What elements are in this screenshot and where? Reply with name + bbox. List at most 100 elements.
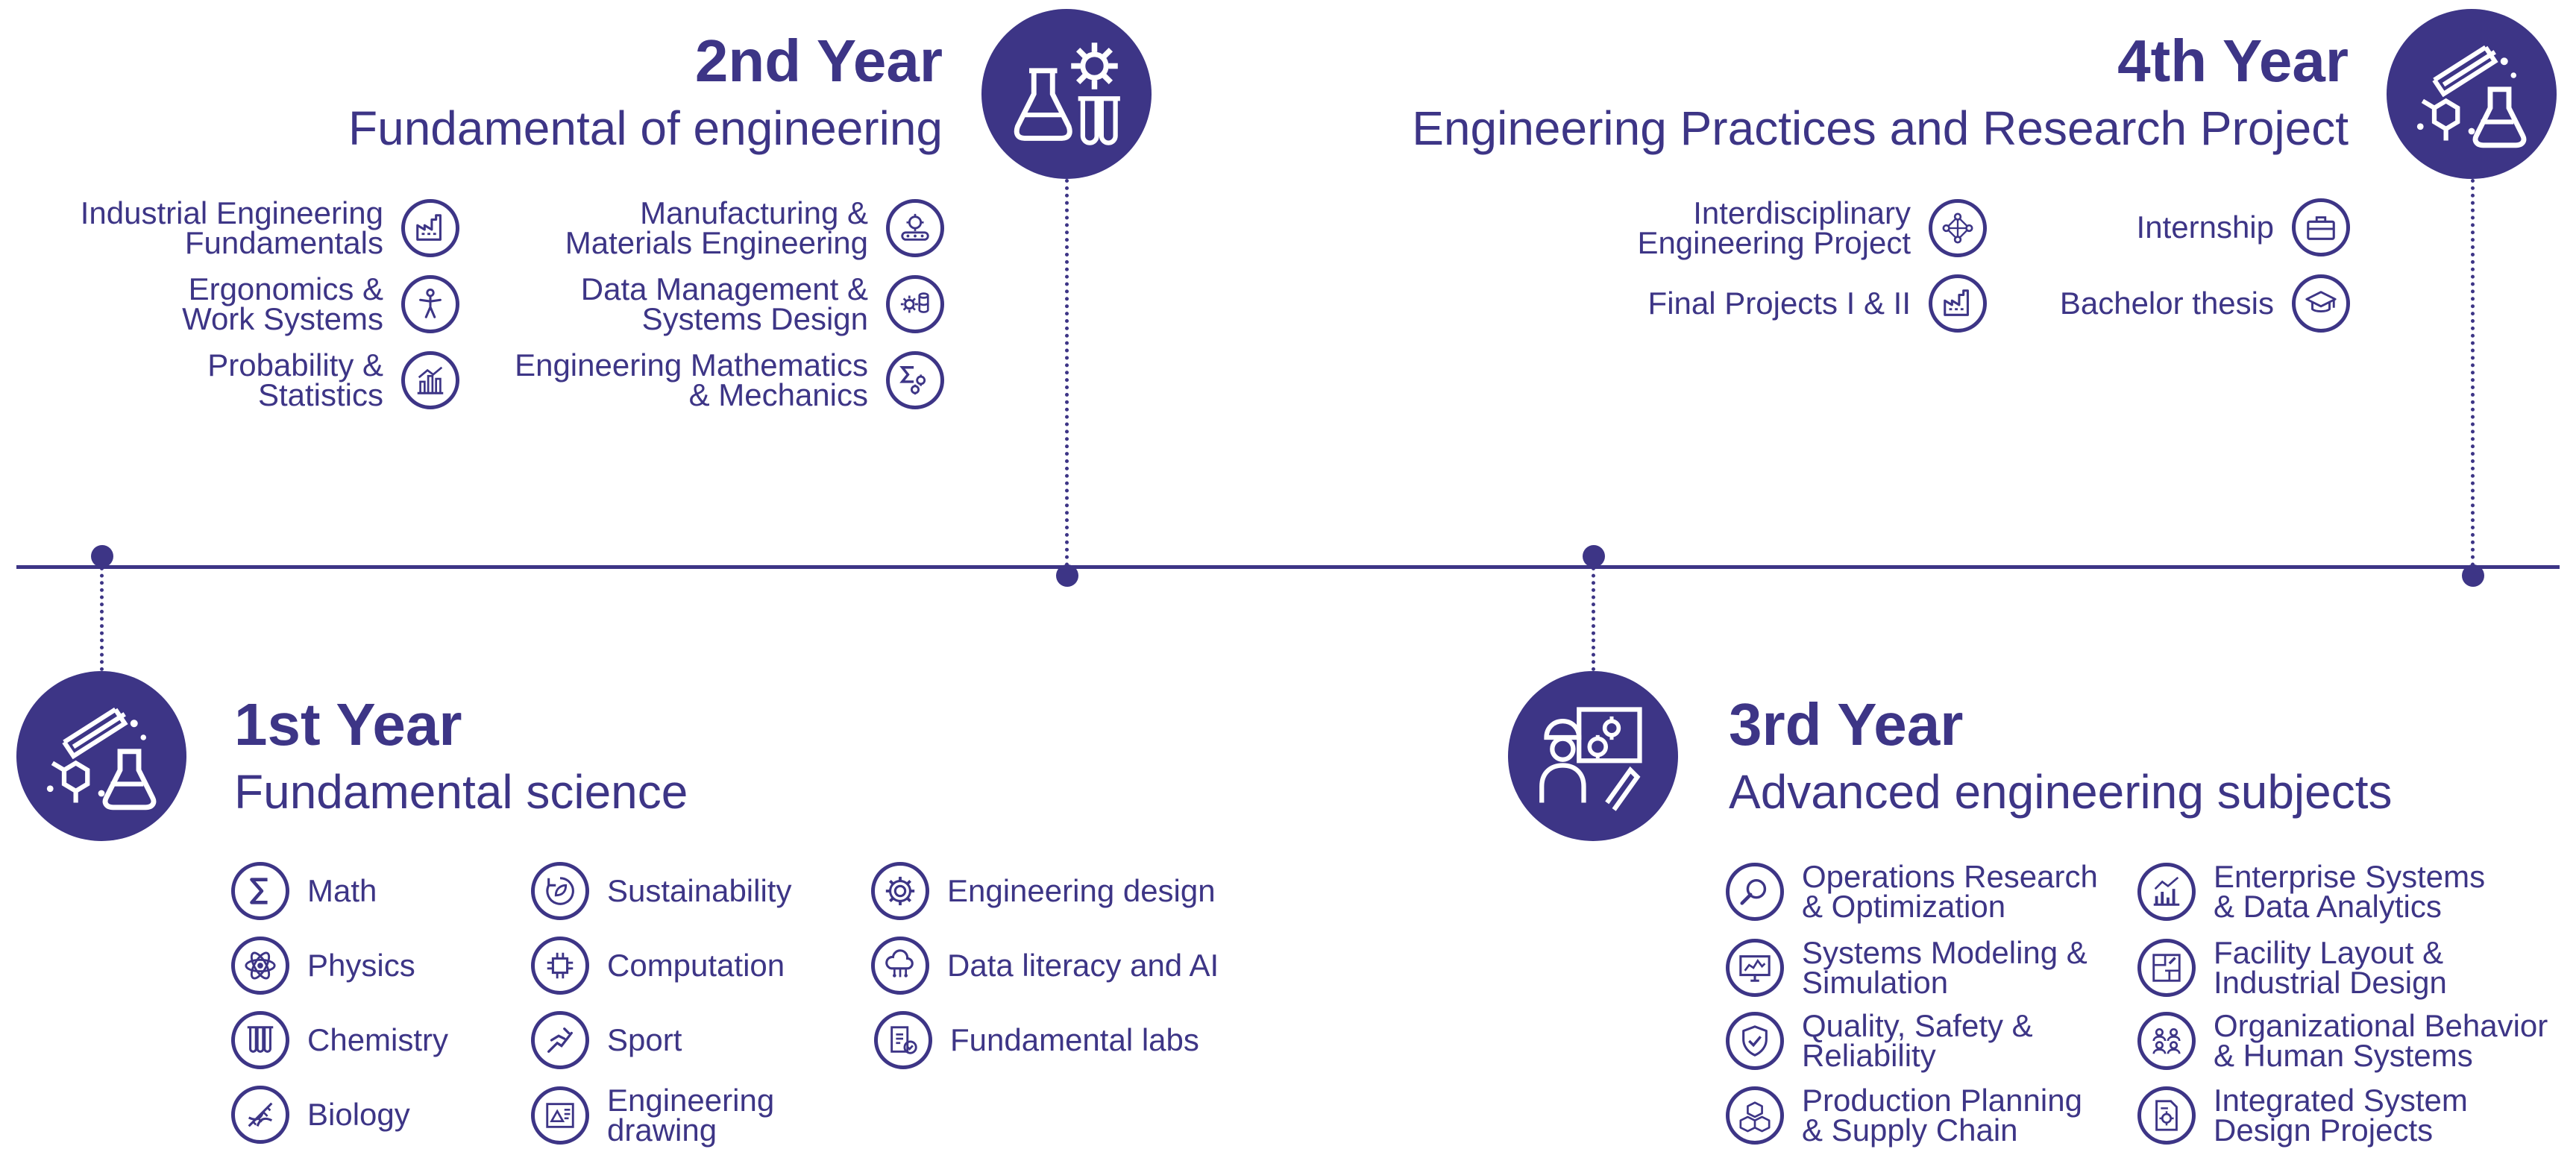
year2-item-label: Probability & Statistics <box>207 347 383 412</box>
chip-icon <box>531 937 589 995</box>
test-tubes-icon <box>231 1011 289 1069</box>
gear-icon <box>871 862 929 920</box>
year1-item: Data literacy and AI <box>871 937 1219 995</box>
year1-item: Engineering design <box>871 862 1216 920</box>
sigma-gears-icon <box>886 351 944 409</box>
year4-title: 4th Year <box>2117 28 2349 94</box>
year3-item: Operations Research & Optimization <box>1726 859 2098 924</box>
people-group-icon <box>2137 1012 2196 1070</box>
year3-engineer-blueprint-icon <box>1508 671 1678 841</box>
connector-year4 <box>2471 179 2475 567</box>
year2-heading: 2nd Year Fundamental of engineering <box>348 28 943 155</box>
year3-item-label: Systems Modeling & Simulation <box>1802 935 2087 1000</box>
year3-item-label: Integrated System Design Projects <box>2214 1083 2468 1148</box>
year3-heading: 3rd Year Advanced engineering subjects <box>1729 695 2393 816</box>
year4-subtitle: Engineering Practices and Research Proje… <box>1412 101 2349 155</box>
year2-item-label: Data Management & Systems Design <box>580 271 868 336</box>
year1-item-label: Sport <box>607 1022 682 1057</box>
year2-title: 2nd Year <box>694 28 943 94</box>
year1-item: Math <box>231 862 377 920</box>
timeline-dot-year2 <box>1056 564 1078 587</box>
year4-item-label: Final Projects I & II <box>1647 286 1911 321</box>
recycle-leaf-icon <box>531 862 589 920</box>
year4-item-label: Internship <box>2136 210 2274 245</box>
timeline-dot-year3 <box>1583 545 1605 567</box>
year4-item: Internship <box>2137 198 2350 256</box>
year4-flask-molecule-icon <box>2387 9 2557 179</box>
timeline-dot-year1 <box>91 545 113 567</box>
year2-item: Probability & Statistics <box>207 347 459 412</box>
year1-item: Sustainability <box>531 862 791 920</box>
year1-item-label: Sustainability <box>607 873 792 908</box>
year1-heading: 1st Year Fundamental science <box>234 695 688 816</box>
year2-item: Manufacturing & Materials Engineering <box>565 195 944 260</box>
year3-item: Enterprise Systems & Data Analytics <box>2137 859 2486 924</box>
year3-item-label: Organizational Behavior & Human Systems <box>2214 1008 2548 1073</box>
year1-item: Chemistry <box>231 1011 448 1069</box>
runner-icon <box>531 1011 589 1069</box>
year1-title: 1st Year <box>234 691 462 758</box>
year3-subtitle: Advanced engineering subjects <box>1729 765 2393 819</box>
year4-item-label: Interdisciplinary Engineering Project <box>1637 195 1911 260</box>
cloud-network-icon <box>871 937 929 995</box>
year1-item-label: Data literacy and AI <box>947 948 1219 983</box>
year2-flask-gear-icon <box>981 9 1152 179</box>
year3-item: Integrated System Design Projects <box>2137 1083 2468 1148</box>
year4-item-label: Bachelor thesis <box>2059 286 2274 321</box>
year2-item: Ergonomics & Work Systems <box>182 271 459 336</box>
year3-item-label: Production Planning & Supply Chain <box>1802 1083 2082 1148</box>
analytics-chart-icon <box>2137 863 2196 921</box>
lab-checklist-icon <box>874 1011 932 1069</box>
year2-item-label: Manufacturing & Materials Engineering <box>565 195 868 260</box>
year2-subtitle: Fundamental of engineering <box>348 101 943 155</box>
year2-item: Industrial Engineering Fundamentals <box>81 198 459 259</box>
boxes-icon <box>1726 1086 1784 1145</box>
year1-item-label: Chemistry <box>307 1022 449 1057</box>
year1-subtitle: Fundamental science <box>234 765 688 819</box>
year2-item: Engineering Mathematics & Mechanics <box>515 347 944 412</box>
year3-item: Organizational Behavior & Human Systems <box>2137 1008 2548 1073</box>
network-nodes-icon <box>1929 199 1987 257</box>
year1-item: Engineering drawing <box>531 1083 775 1148</box>
year1-item-label: Biology <box>307 1097 410 1132</box>
year2-item: Data Management & Systems Design <box>580 271 944 336</box>
year4-item: Bachelor thesis <box>2060 274 2350 333</box>
sigma-icon <box>231 862 289 920</box>
year1-flask-molecule-icon <box>16 671 186 841</box>
conveyor-icon <box>886 199 944 257</box>
year1-item-label: Computation <box>607 948 785 983</box>
year2-item-label: Engineering Mathematics & Mechanics <box>515 347 868 412</box>
year1-item: Computation <box>531 937 785 995</box>
year3-item-label: Facility Layout & Industrial Design <box>2214 935 2447 1000</box>
year4-item: Final Projects I & II <box>1648 274 1987 333</box>
magnifier-icon <box>1726 863 1784 921</box>
bar-chart-icon <box>401 351 459 409</box>
connector-year1 <box>100 567 104 671</box>
year4-item: Interdisciplinary Engineering Project <box>1637 195 1987 260</box>
year4-heading: 4th Year Engineering Practices and Resea… <box>1412 28 2349 155</box>
year3-item: Systems Modeling & Simulation <box>1726 935 2087 1000</box>
year2-item-label: Ergonomics & Work Systems <box>182 271 383 336</box>
atom-icon <box>231 937 289 995</box>
year1-item-label: Math <box>307 873 377 908</box>
human-body-icon <box>401 275 459 333</box>
graduation-cap-icon <box>2292 274 2350 333</box>
factory-icon <box>1929 274 1987 333</box>
year3-item-label: Enterprise Systems & Data Analytics <box>2214 859 2486 924</box>
connector-year3 <box>1592 567 1595 671</box>
year1-item-label: Engineering drawing <box>607 1083 775 1148</box>
year1-item: Sport <box>531 1011 682 1069</box>
shield-check-icon <box>1726 1012 1784 1070</box>
layout-plan-icon <box>2137 939 2196 997</box>
year1-item-label: Physics <box>307 948 415 983</box>
year1-item-label: Fundamental labs <box>950 1022 1199 1057</box>
year1-item-label: Engineering design <box>947 873 1216 908</box>
drafting-icon <box>531 1086 589 1145</box>
year3-item-label: Operations Research & Optimization <box>1802 859 2098 924</box>
year3-item: Production Planning & Supply Chain <box>1726 1083 2082 1148</box>
gear-database-icon <box>886 275 944 333</box>
year3-item-label: Quality, Safety & Reliability <box>1802 1008 2033 1073</box>
dna-icon <box>231 1086 289 1144</box>
timeline-axis <box>16 565 2560 569</box>
timeline-dot-year4 <box>2462 564 2484 587</box>
